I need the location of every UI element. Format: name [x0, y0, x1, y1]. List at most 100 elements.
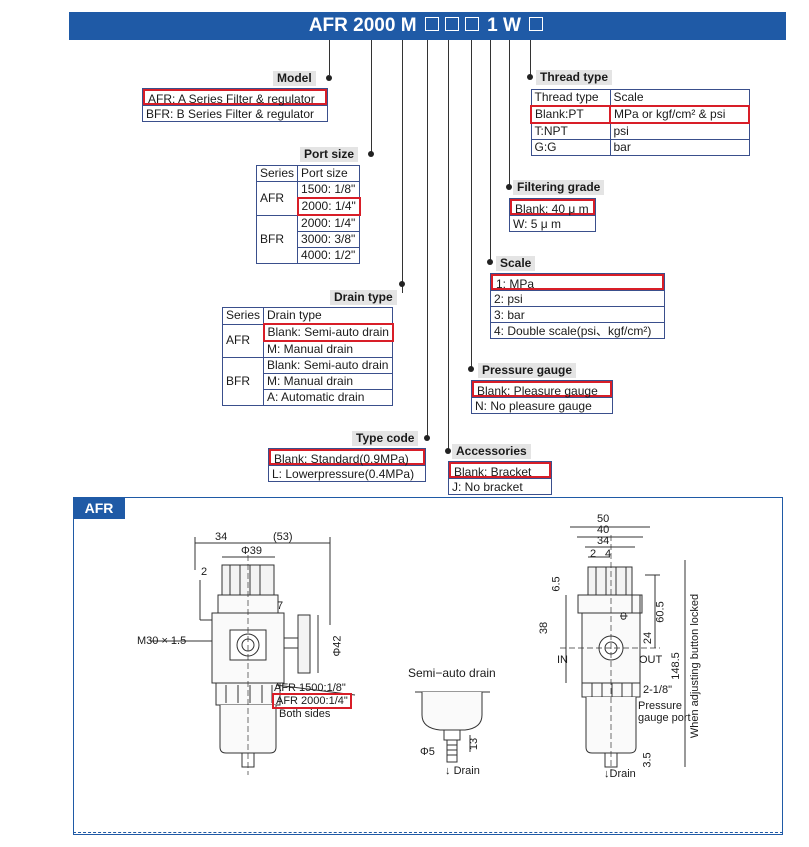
filtering-grade-label: Filtering grade [513, 180, 605, 195]
model-options: AFR: A Series Filter & regulator BFR: B … [142, 88, 328, 122]
drain-type-cell: M: Manual drain [263, 340, 394, 358]
thread-type-cell: T:NPT [530, 122, 611, 140]
in-label: IN [557, 654, 568, 666]
connector-dot [468, 366, 474, 372]
side-view-drawing [560, 526, 686, 777]
type-code-option: L: Lowerpressure(0.4MPa) [269, 465, 425, 481]
port-size-label: Port size [300, 147, 359, 162]
code-slot-box [464, 17, 479, 32]
scale-option: 3: bar [491, 306, 664, 322]
drain-type-cell: Blank: Semi-auto drain [263, 357, 394, 374]
thread-scale-cell: psi [609, 122, 750, 140]
port-size-cell: 4000: 1/2" [297, 247, 361, 264]
thread-type-cell: G:G [530, 139, 611, 156]
port-note-3: Both sides [279, 708, 331, 720]
port-note-2: AFR 2000:1/4" [272, 693, 352, 709]
code-slot-box [424, 17, 439, 32]
pressure-gauge-option: Blank: Pleasure gauge [472, 381, 612, 398]
afr-section-tag: AFR [73, 497, 125, 519]
scale-label: Scale [496, 256, 536, 271]
side-dim-34: 34 [597, 535, 610, 547]
connector-dot [368, 151, 374, 157]
side-dim-2: 2 [590, 548, 597, 560]
scale-option: 1: MPa [491, 274, 664, 291]
gauge-port-1: Pressure [638, 700, 683, 712]
model-option: AFR: A Series Filter & regulator [143, 89, 327, 106]
table-header: Series [255, 165, 299, 182]
series-cell: AFR [255, 181, 299, 216]
dim-phi42: Φ42 [331, 635, 344, 657]
port-note-1: AFR 1500:1/8" [274, 682, 346, 694]
connector-dot [399, 281, 405, 287]
connector-dot [527, 74, 533, 80]
table-header: Scale [609, 89, 750, 107]
filtering-grade-option: Blank: 40 μ m [510, 199, 595, 216]
side-dim-24: 24 [642, 631, 655, 645]
side-dim-38: 38 [538, 621, 551, 635]
afr-drawing-frame [73, 497, 783, 835]
dim-phi39: Φ39 [241, 545, 263, 557]
dim-34: 34 [215, 531, 228, 543]
gauge-port-2: gauge port [638, 712, 691, 724]
thread-type-label: Thread type [536, 70, 613, 85]
pressure-gauge-option: N: No pleasure gauge [472, 397, 612, 413]
out-label: OUT [639, 654, 663, 666]
side-dim-40: 40 [597, 524, 610, 536]
thread-m30: M30 × 1.5 [137, 635, 187, 647]
model-label: Model [273, 71, 316, 86]
gauge-thread: 2-1/8" [643, 684, 672, 696]
code-slot-box [529, 17, 544, 32]
connector-dot [506, 184, 512, 190]
connector-line [427, 40, 428, 436]
pressure-gauge-label: Pressure gauge [478, 363, 577, 378]
table-header: Series [221, 307, 265, 325]
connector-dot [424, 435, 430, 441]
drain-type-cell: Blank: Semi-auto drain [262, 323, 394, 342]
code-slot-box [444, 17, 459, 32]
side-dim-148-5: 148.5 [669, 652, 682, 680]
drain-phi5: Φ5 [420, 746, 435, 758]
scale-options: 1: MPa 2: psi 3: bar 4: Double scale(psi… [490, 273, 665, 339]
header-mid: 1 W [487, 15, 521, 36]
port-size-cell: 2000: 1/4" [296, 197, 361, 216]
side-dim-6-5: 6.5 [550, 576, 563, 592]
connector-line [490, 40, 491, 261]
connector-dot [445, 448, 451, 454]
table-header: Port size [297, 165, 361, 182]
filtering-grade-options: Blank: 40 μ m W: 5 μ m [509, 198, 596, 232]
series-cell: BFR [221, 357, 265, 406]
connector-line [530, 40, 531, 76]
connector-line [448, 40, 449, 450]
table-header: Drain type [263, 307, 394, 325]
side-dim-4: 4 [605, 548, 612, 560]
accessories-option: J: No bracket [449, 478, 551, 494]
drain-type-cell: M: Manual drain [263, 373, 394, 390]
connector-line [402, 40, 403, 293]
type-code-option: Blank: Standard(0.9MPa) [269, 449, 425, 466]
side-dim-50: 50 [597, 513, 610, 525]
semi-auto-drain-drawing [415, 691, 490, 763]
connector-dot [487, 259, 493, 265]
thread-scale-cell: MPa or kgf/cm² & psi [609, 105, 750, 124]
side-phi: Φ [618, 611, 631, 621]
port-size-cell: 2000: 1/4" [297, 214, 361, 232]
connector-line [471, 40, 472, 368]
dim-53: (53) [273, 531, 293, 543]
connector-line [371, 40, 372, 154]
section-divider [73, 832, 783, 833]
table-header: Thread type [530, 89, 611, 107]
accessories-label: Accessories [452, 444, 531, 459]
thread-type-cell: Blank:PT [530, 105, 611, 124]
drain-text: Drain [453, 765, 480, 777]
port-size-cell: 3000: 3/8" [297, 231, 361, 248]
semi-auto-drain-title: Semi−auto drain [408, 666, 496, 680]
locked-note: When adjusting button locked [689, 593, 701, 739]
scale-option: 4: Double scale(psi、kgf/cm²) [491, 322, 664, 338]
scale-option: 2: psi [491, 290, 664, 306]
type-code-options: Blank: Standard(0.9MPa) L: Lowerpressure… [268, 448, 426, 482]
thread-scale-cell: bar [609, 139, 750, 156]
side-drain-text: Drain [609, 768, 636, 780]
